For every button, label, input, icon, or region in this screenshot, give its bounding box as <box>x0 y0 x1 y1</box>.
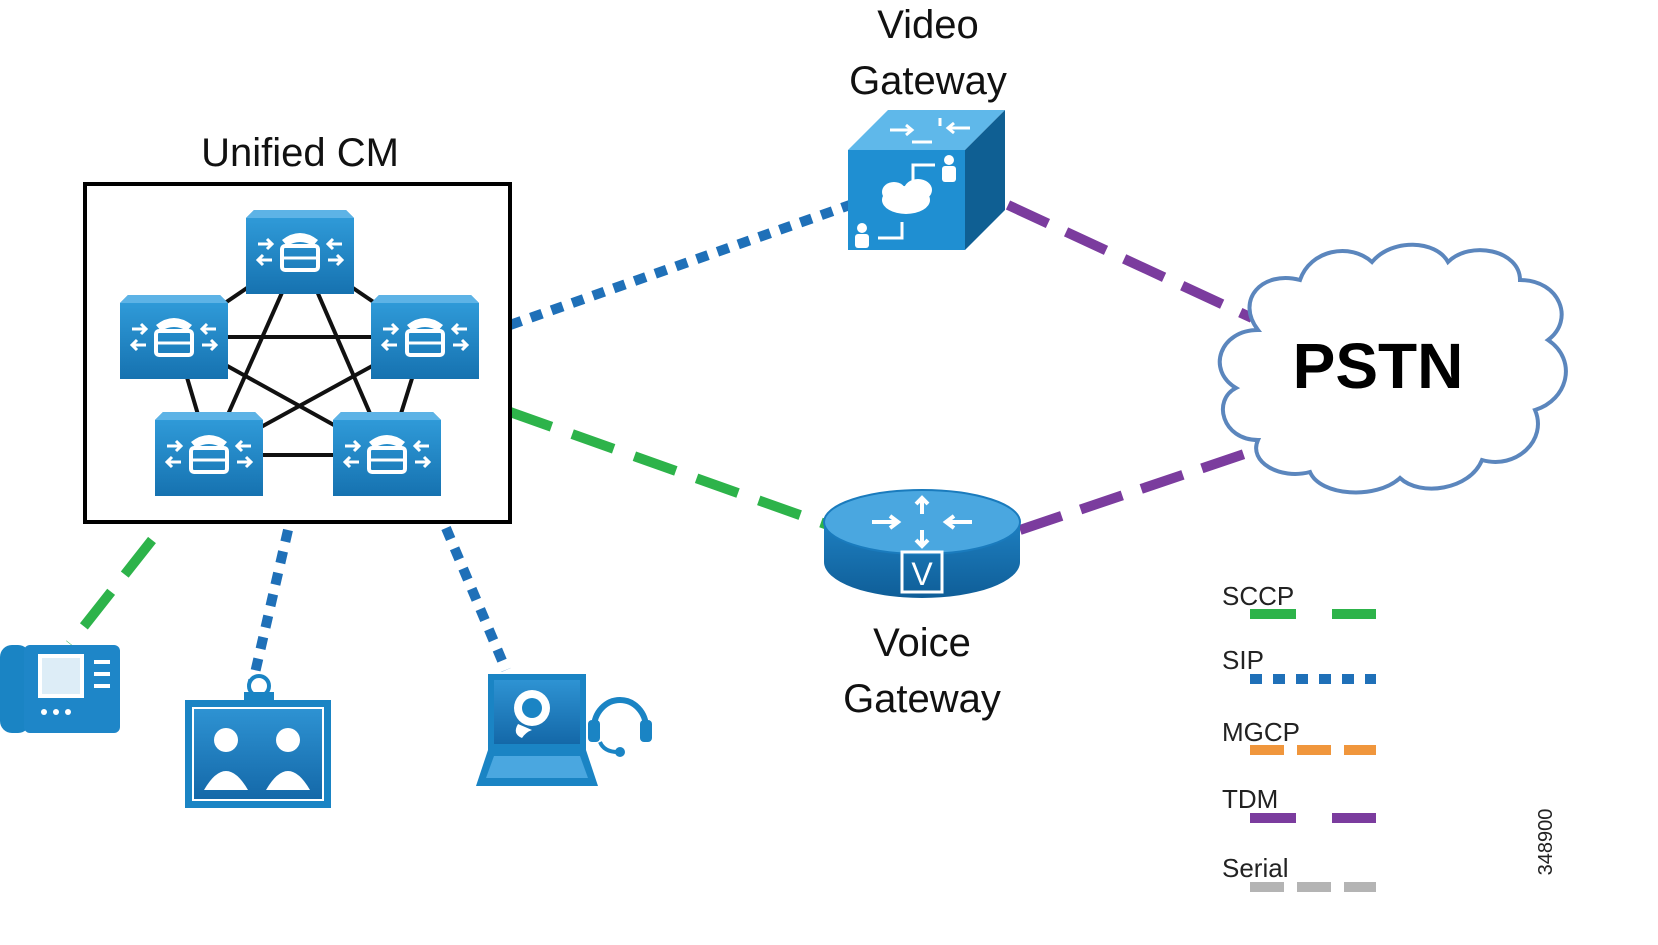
legend: SCCP SIP MGCP TDM Serial <box>1222 581 1376 892</box>
sip-link-cm-soft-client <box>441 526 511 672</box>
voice-gateway-label-line1: Voice <box>873 621 971 665</box>
call-manager-server-icon <box>331 410 443 498</box>
call-manager-server-icon <box>118 293 230 381</box>
call-manager-server-icon <box>244 208 356 296</box>
legend-label: Serial <box>1222 853 1288 883</box>
voice-gateway-label-line2: Gateway <box>843 677 1001 721</box>
tdm-link-voice-gateway-pstn <box>1018 443 1264 535</box>
unified-cm-label: Unified CM <box>201 131 399 175</box>
call-manager-server-icon <box>153 410 265 498</box>
legend-label: MGCP <box>1222 717 1300 747</box>
ip-phone-icon <box>0 645 120 733</box>
sccp-link-cm-voice-gateway <box>508 407 830 530</box>
sccp-link-cm-phone <box>66 536 156 648</box>
tdm-link-video-gateway-pstn <box>1005 200 1255 323</box>
video-gateway-label-line1: Video <box>877 3 979 47</box>
legend-label: TDM <box>1222 784 1278 814</box>
pstn-label: PSTN <box>1293 330 1464 402</box>
sip-link-cm-video-gateway <box>508 200 852 330</box>
connections <box>66 200 1264 688</box>
sip-link-cm-video-endpoint <box>247 528 293 688</box>
voice-gateway-router-icon <box>823 489 1021 598</box>
video-endpoint-icon <box>185 674 331 808</box>
voice-gateway-badge: V <box>911 556 933 592</box>
figure-number: 348900 <box>1535 809 1557 876</box>
video-gateway-label-line2: Gateway <box>849 59 1007 103</box>
call-manager-server-icon <box>369 293 481 381</box>
legend-label: SCCP <box>1222 581 1294 611</box>
cloud-icon <box>1217 242 1568 495</box>
legend-label: SIP <box>1222 645 1264 675</box>
video-gateway-icon <box>848 110 1005 250</box>
laptop-softphone-icon <box>476 674 652 786</box>
